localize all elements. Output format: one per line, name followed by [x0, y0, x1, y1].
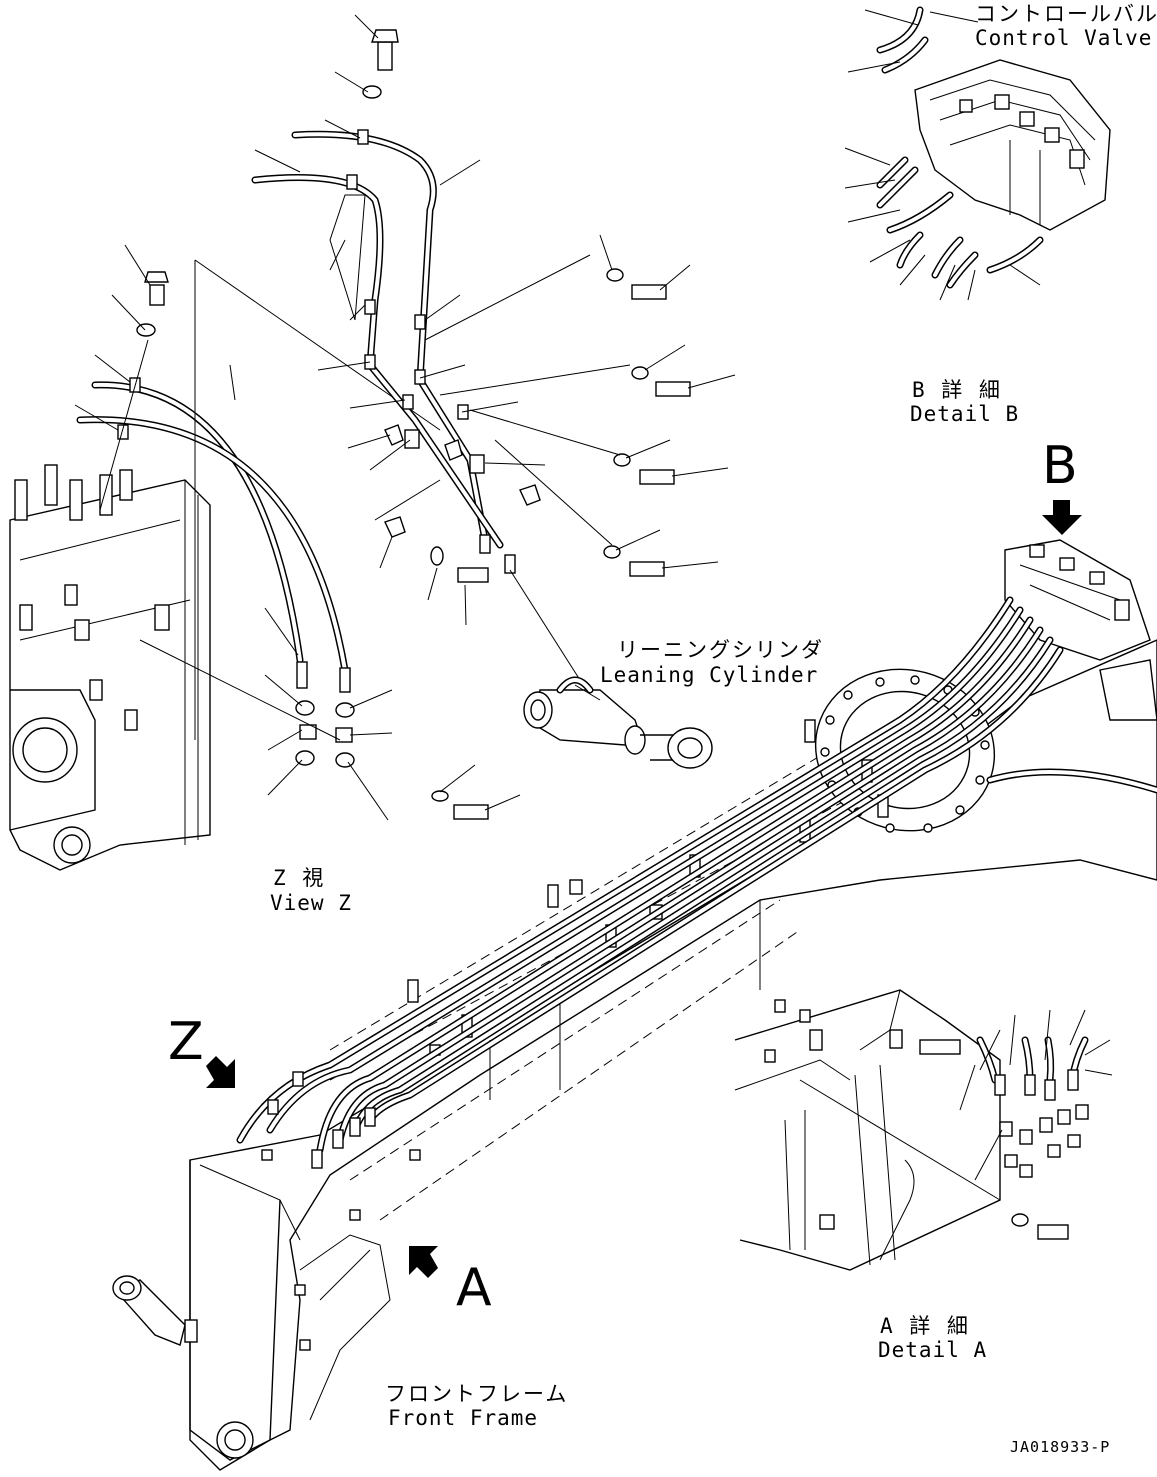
arrow-z-icon — [206, 1056, 235, 1088]
view-z-letter: Z — [168, 1012, 204, 1072]
view-arrows — [206, 500, 1082, 1278]
drawing-code: JA018933-P — [1010, 1438, 1111, 1456]
leaning-cylinder — [523, 676, 713, 769]
front-frame-label-jp: フロントフレーム — [385, 1382, 569, 1406]
arrow-b-icon — [1042, 500, 1082, 535]
detail-a-frame — [734, 989, 1113, 1271]
leaning-cylinder-label-en: Leaning Cylinder — [600, 663, 819, 687]
detail-b-label-jp: B 詳 細 — [912, 378, 1002, 402]
detail-a-label-en: Detail A — [878, 1338, 988, 1362]
main-hose-bundle — [236, 596, 1157, 1169]
view-z-label-jp: Z 視 — [273, 866, 326, 890]
front-frame-label-en: Front Frame — [388, 1406, 539, 1430]
view-z-label-en: View Z — [270, 891, 352, 915]
view-a-letter: A — [456, 1258, 492, 1318]
leaning-hose-assembly — [251, 14, 736, 681]
control-valve-detail-b — [844, 6, 1111, 301]
detail-a-label-jp: A 詳 細 — [880, 1314, 970, 1338]
detail-b-label-en: Detail B — [910, 402, 1020, 426]
leaning-cylinder-label-jp: リーニングシリンダ — [617, 638, 824, 662]
view-z-frame — [9, 244, 521, 871]
view-b-letter: B — [1042, 436, 1078, 496]
control-valve-label-jp: コントロールバルブ — [975, 2, 1157, 26]
control-valve-label-en: Control Valve — [975, 26, 1153, 50]
arrow-a-icon — [409, 1246, 438, 1278]
